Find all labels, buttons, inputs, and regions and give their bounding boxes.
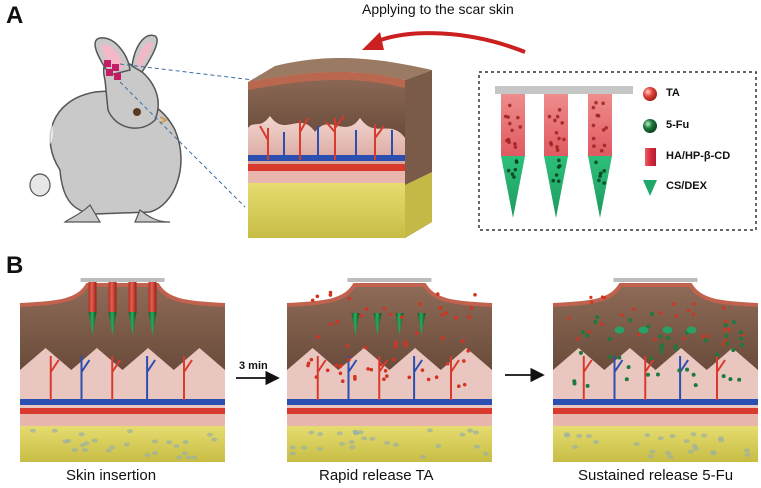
cs-triangle-icon	[643, 180, 657, 196]
zoom-line-top	[119, 63, 254, 81]
rabbit-illustration	[29, 34, 182, 223]
5fu-sphere-icon	[643, 119, 657, 133]
apply-arrow-head	[362, 32, 384, 50]
panel-b-letter: B	[6, 252, 24, 279]
microneedle-patch-icon	[104, 60, 121, 80]
microneedle-array-schematic	[495, 86, 633, 218]
panel-a-letter: A	[6, 2, 24, 29]
caption-sustained-release: Sustained release 5-Fu	[578, 467, 734, 484]
apply-arrow	[374, 31, 526, 54]
skin-block-3d	[248, 58, 432, 238]
caption-rapid-release: Rapid release TA	[319, 467, 434, 484]
skin-section-insertion	[19, 278, 226, 462]
ta-sphere-icon	[643, 87, 657, 101]
step-label: 3 min	[239, 360, 268, 372]
array-needle-1	[501, 94, 525, 218]
legend-label-ha: HA/HP-β-CD	[666, 150, 731, 162]
legend-label-ta: TA	[666, 87, 680, 99]
apply-arrow-label: Applying to the scar skin	[362, 1, 514, 17]
legend-label-cs: CS/DEX	[666, 180, 707, 192]
skin-section-sustained	[552, 278, 759, 462]
skin-section-rapid	[286, 278, 493, 462]
legend-box	[478, 71, 757, 231]
ha-bar-icon	[645, 148, 656, 166]
legend-label-5fu: 5-Fu	[666, 119, 690, 131]
caption-skin-insertion: Skin insertion	[66, 467, 157, 484]
zoom-line-bottom	[119, 81, 246, 208]
